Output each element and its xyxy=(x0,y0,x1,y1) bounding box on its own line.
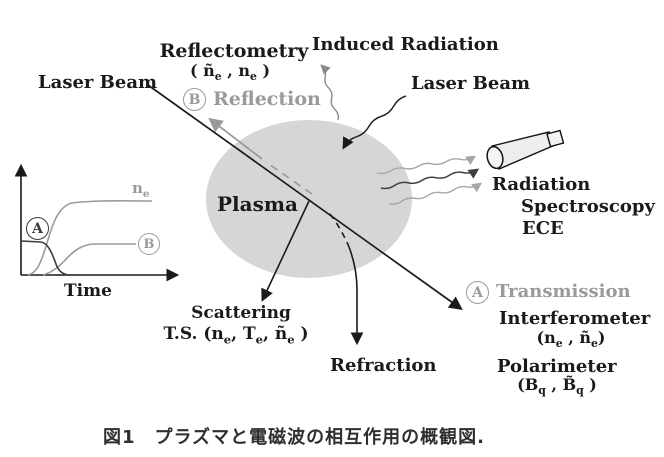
emission-wave-middle xyxy=(380,168,480,190)
laser-beam-right-label: Laser Beam xyxy=(411,73,531,94)
circled-b-icon: B xyxy=(183,88,206,111)
refraction-arrow xyxy=(348,246,364,346)
inset-circled-a-icon: A xyxy=(26,217,49,240)
plasma-ellipse xyxy=(206,120,412,278)
inset-curve-a xyxy=(20,240,76,276)
reflectometry-label: Reflectometry xyxy=(159,40,309,62)
transmission-label-group: A Transmission xyxy=(466,281,631,304)
thomson-scattering-values: T.S. (ne, Te, ñe ) xyxy=(163,324,309,347)
circled-a-icon: A xyxy=(466,281,489,304)
plasma-label: Plasma xyxy=(217,192,298,216)
scattering-arrow xyxy=(261,200,310,302)
refraction-dashed xyxy=(329,213,350,248)
induced-radiation-label: Induced Radiation xyxy=(312,34,499,55)
inset-time-label: Time xyxy=(64,281,112,301)
refraction-label: Refraction xyxy=(330,355,437,376)
polarimeter-label: Polarimeter xyxy=(497,356,617,377)
inset-ne-label: ne xyxy=(132,179,150,200)
radiation-label: Radiation xyxy=(492,174,591,195)
reflectometry-values: ( ñe , ne ) xyxy=(189,61,271,84)
laser-beam-line xyxy=(147,84,463,310)
polarimeter-values: (Bq , B̃q ) xyxy=(517,375,597,398)
interferometer-label: Interferometer xyxy=(499,308,651,329)
emission-wave-top xyxy=(376,155,477,175)
ece-label: ECE xyxy=(522,218,564,239)
reflection-ray-dashed xyxy=(265,161,313,195)
laser-beam-left-label: Laser Beam xyxy=(38,72,158,93)
spectroscopy-label: Spectroscopy xyxy=(521,196,655,217)
horn-antenna-icon xyxy=(486,129,565,170)
figure-caption: 図1 プラズマと電磁波の相互作用の概観図. xyxy=(103,427,486,448)
laser-beam-wave xyxy=(342,95,407,150)
inset-curve-b xyxy=(42,243,136,276)
inset-circled-b-icon: B xyxy=(138,233,160,255)
scattering-label: Scattering xyxy=(191,303,291,323)
induced-radiation-wave xyxy=(320,64,340,121)
reflection-label: Reflection xyxy=(213,87,321,110)
reflection-label-group: B Reflection xyxy=(183,88,321,111)
interferometer-values: (ne , ñe) xyxy=(536,328,606,351)
emission-wave-bottom xyxy=(388,182,482,206)
reflection-ray-arrow xyxy=(208,117,263,160)
inset-curve-ne xyxy=(27,200,153,276)
transmission-label: Transmission xyxy=(496,281,631,303)
inset-plot xyxy=(14,163,180,282)
